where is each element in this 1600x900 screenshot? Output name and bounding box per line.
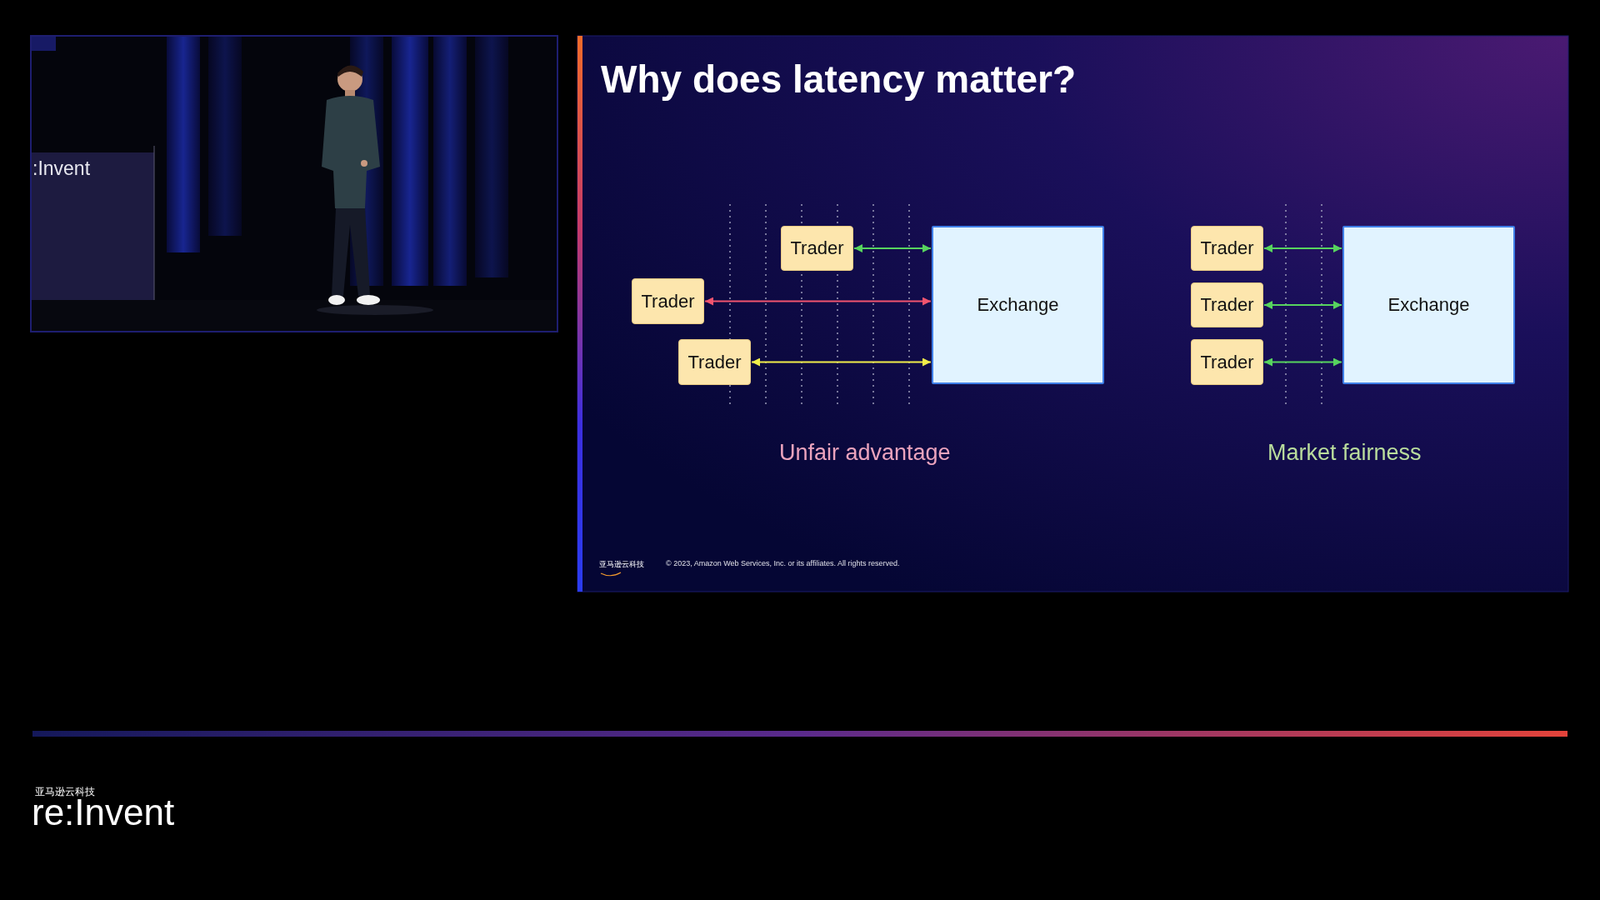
slide-title: Why does latency matter? xyxy=(600,56,1076,102)
caption-label: Unfair advantage xyxy=(779,440,951,466)
trader-box: Trader xyxy=(1190,225,1264,271)
latency-arrow xyxy=(751,361,931,364)
logo-smile xyxy=(600,572,621,576)
node-label: Trader xyxy=(688,351,742,374)
caption-label: Market fairness xyxy=(1267,440,1422,466)
node-label: Trader xyxy=(641,290,695,313)
logo-text: 亚马逊云科技 xyxy=(599,559,645,570)
latency-arrow xyxy=(1264,247,1342,250)
node-label: Trader xyxy=(1200,294,1255,316)
node-label: Exchange xyxy=(1388,294,1470,316)
backdrop-logo: :Invent xyxy=(32,157,90,180)
progress-bar xyxy=(32,730,1568,737)
slide-background xyxy=(577,35,1569,592)
speaker-video xyxy=(30,35,558,332)
latency-arrow xyxy=(705,300,931,303)
exchange-box: Exchange xyxy=(931,225,1105,385)
trader-box: Trader xyxy=(1190,339,1264,385)
latency-arrow xyxy=(854,247,931,250)
speaker-figure xyxy=(321,65,380,305)
trader-box: Trader xyxy=(678,339,751,385)
latency-gridline xyxy=(730,204,1322,409)
trader-box: Trader xyxy=(631,278,705,325)
trader-box: Trader xyxy=(780,225,854,271)
copyright-note: © 2023, Amazon Web Services, Inc. or its… xyxy=(665,559,900,568)
latency-arrow xyxy=(1264,304,1342,306)
node-label: Trader xyxy=(1200,237,1255,260)
trader-box: Trader xyxy=(1190,282,1264,328)
node-label: Trader xyxy=(1200,351,1255,374)
node-label: Exchange xyxy=(977,294,1060,316)
slide-accent-bar xyxy=(577,35,583,592)
latency-arrow xyxy=(1264,361,1342,364)
node-label: Trader xyxy=(790,237,845,260)
event-logo: re:Invent xyxy=(31,791,175,834)
exchange-box: Exchange xyxy=(1342,225,1515,385)
